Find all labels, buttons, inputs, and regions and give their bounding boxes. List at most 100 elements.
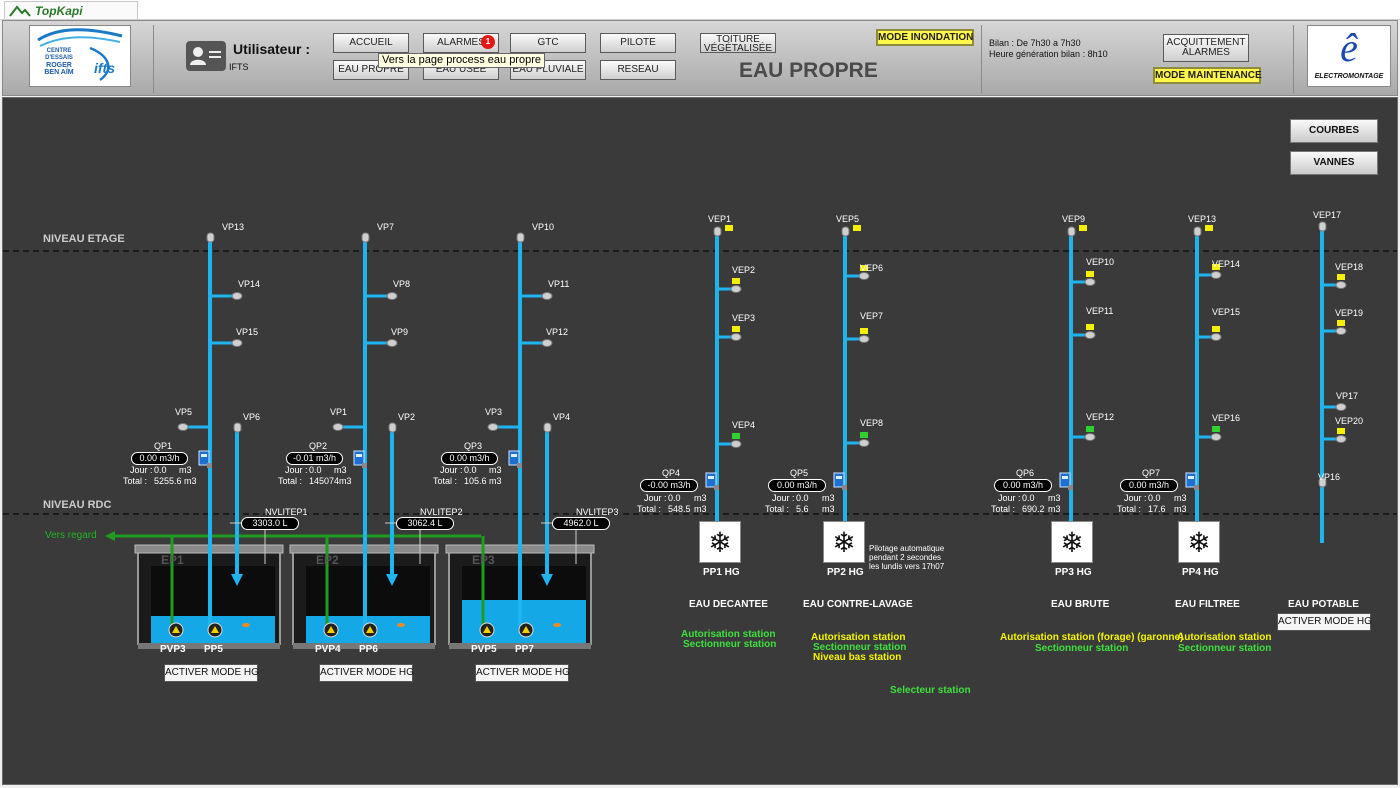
valve-label: VEP11 xyxy=(1086,306,1114,316)
jour-label: Jour : xyxy=(440,465,463,475)
pump-symbol-icon xyxy=(522,626,530,633)
flowmeter-display-icon xyxy=(201,454,207,457)
pump-label: PP4 HG xyxy=(1182,567,1219,578)
tank-name-label: EP3 xyxy=(472,553,495,567)
courbes-button[interactable]: COURBES xyxy=(1290,119,1378,143)
line-name: EAU CONTRE-LAVAGE xyxy=(803,599,913,610)
valve-label: VEP16 xyxy=(1212,413,1241,423)
total-label: Total : xyxy=(637,504,662,514)
tank-air xyxy=(306,566,430,616)
valve-label: VEP18 xyxy=(1335,262,1364,272)
valve-status-icon xyxy=(853,225,861,231)
total-value: 105.6 xyxy=(464,476,487,486)
nav-toiture-button[interactable]: TOITURE VÉGÉTALISÉE xyxy=(700,33,776,53)
bilan-generation-time: Heure génération bilan : 8h10 xyxy=(989,49,1108,59)
status-text: Autorisation station (forage) (garonne) xyxy=(1000,632,1184,643)
valve-label: VP13 xyxy=(222,222,245,232)
total-label: Total : xyxy=(765,504,790,514)
process-diagram: COURBES VANNES NIVEAU ETAGE NIVEAU RDC V… xyxy=(2,97,1398,785)
flow-value: 0.00 m3/h xyxy=(131,452,188,465)
flow-value: 0.00 m3/h xyxy=(441,452,498,465)
valve-label: VEP2 xyxy=(732,265,756,275)
mode-maintenance-button[interactable]: MODE MAINTENANCE xyxy=(1153,67,1262,84)
jour-unit: m3 xyxy=(489,465,502,475)
pilotage-note: Pilotage automatique xyxy=(869,544,945,553)
valve-status-icon xyxy=(860,432,868,438)
header-divider xyxy=(981,25,982,93)
pump-hg-icon[interactable]: ❄ xyxy=(1051,521,1093,563)
valve-icon xyxy=(858,439,870,447)
status-text: Sectionneur station xyxy=(683,639,777,650)
pump-hg-icon[interactable]: ❄ xyxy=(1178,521,1220,563)
valve-icon xyxy=(177,423,189,431)
topkapi-logo-icon xyxy=(9,5,31,17)
tank-air xyxy=(151,566,275,616)
pump-symbol-icon xyxy=(327,626,335,633)
pump-label: PP1 HG xyxy=(703,567,740,578)
total-value: 5.6 xyxy=(796,504,809,514)
nav-pilote-button[interactable]: PILOTE xyxy=(600,33,676,53)
valve-status-icon xyxy=(1205,225,1213,231)
valve-icon xyxy=(1335,435,1347,443)
tank-level-value: 4962.0 L xyxy=(552,517,610,530)
tank-name-label: EP1 xyxy=(161,553,184,567)
line-name: EAU DECANTEE xyxy=(689,599,768,610)
return-arrow-icon xyxy=(386,574,398,586)
top-valve-icon xyxy=(1067,226,1076,237)
activer-mode-hg-button[interactable]: ACTIVER MODE HG xyxy=(1277,613,1372,631)
valve-icon xyxy=(231,339,243,347)
top-valve-icon xyxy=(516,232,525,243)
valve-label: VP17 xyxy=(1336,391,1359,401)
jour-unit: m3 xyxy=(179,465,192,475)
vannes-button[interactable]: VANNES xyxy=(1290,151,1378,175)
valve-icon xyxy=(487,423,499,431)
app-tab[interactable]: TopKapi xyxy=(4,1,138,19)
nav-alarmes-button[interactable]: ALARMES xyxy=(423,33,499,53)
flowmeter-flange-icon xyxy=(1194,485,1199,490)
tank-level-value: 3303.0 L xyxy=(241,517,299,530)
pump-hg-icon[interactable]: ❄ xyxy=(699,521,741,563)
status-text: Autorisation station xyxy=(681,629,776,640)
flowmeter-display-icon xyxy=(836,476,842,479)
total-label: Total : xyxy=(1117,504,1142,514)
page-title: EAU PROPRE xyxy=(739,59,878,82)
total-value: 548.5 xyxy=(668,504,691,514)
flow-value: 0.00 m3/h xyxy=(994,479,1052,492)
electromontage-logo: ê ELECTROMONTAGE xyxy=(1307,25,1391,87)
valve-icon xyxy=(730,333,742,341)
valve-icon xyxy=(1318,477,1327,488)
tank-name-label: EP2 xyxy=(316,553,339,567)
nav-reseau-button[interactable]: RESEAU xyxy=(600,60,676,80)
nav-gtc-button[interactable]: GTC xyxy=(510,33,586,53)
logo-line-4: BEN AÏM xyxy=(44,69,74,76)
activer-mode-hg-button[interactable]: ACTIVER MODE HG xyxy=(319,664,414,682)
flowmeter-label: QP1 xyxy=(154,441,173,451)
line-name: EAU FILTREE xyxy=(1175,599,1240,610)
activer-mode-hg-button[interactable]: ACTIVER MODE HG xyxy=(164,664,259,682)
nav-accueil-button[interactable]: ACCUEIL xyxy=(333,33,409,53)
jour-value: 0.0 xyxy=(668,493,681,503)
valve-icon xyxy=(541,339,553,347)
ifts-logo-graphic xyxy=(37,28,123,82)
flowmeter-label: QP4 xyxy=(662,468,681,478)
pump-label: PP6 xyxy=(359,644,378,655)
valve-label: VEP19 xyxy=(1335,308,1364,318)
electromontage-logo-text: ELECTROMONTAGE xyxy=(1314,73,1384,80)
jour-unit: m3 xyxy=(694,493,707,503)
tank-base xyxy=(293,643,435,649)
total-unit: m3 xyxy=(1174,504,1187,514)
nav-toiture-line1: TOITURE xyxy=(716,34,760,45)
pump-hg-icon[interactable]: ❄ xyxy=(823,521,865,563)
top-valve-icon xyxy=(1193,226,1202,237)
activer-mode-hg-button[interactable]: ACTIVER MODE HG xyxy=(475,664,570,682)
flowmeter-icon xyxy=(1185,472,1197,488)
acquittement-alarmes-button[interactable]: ACQUITTEMENT ALARMES xyxy=(1163,34,1249,62)
valve-label: VEP8 xyxy=(860,418,884,428)
valve-status-icon xyxy=(1212,426,1220,432)
valve-label: VEP15 xyxy=(1212,307,1241,317)
mode-inondation-button[interactable]: MODE INONDATION xyxy=(876,29,974,46)
logo-line-3: ROGER xyxy=(46,62,72,69)
flowmeter-display-icon xyxy=(1188,476,1194,479)
pump-label: PP3 HG xyxy=(1055,567,1092,578)
acquittement-line2: ALARMES xyxy=(1182,47,1230,58)
